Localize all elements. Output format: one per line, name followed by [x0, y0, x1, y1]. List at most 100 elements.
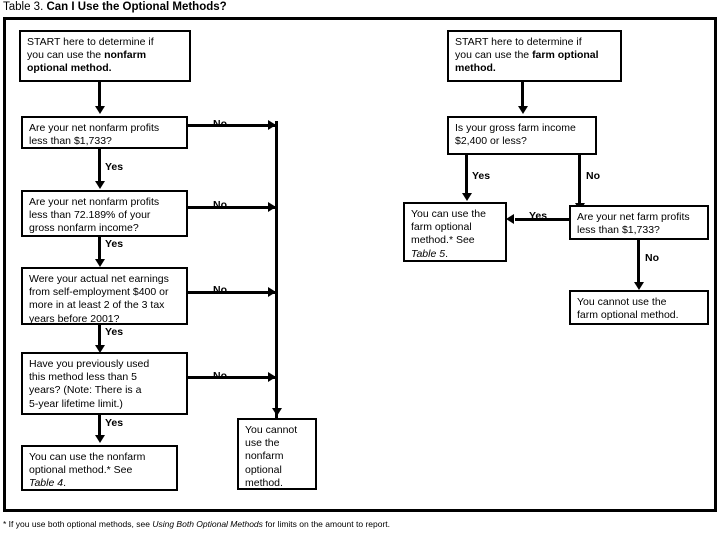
farm-no-result-line1: You cannot use the	[577, 296, 667, 308]
connector-farm-q2-no	[637, 240, 640, 284]
nonfarm-q3-line1: Were your actual net earnings	[29, 273, 169, 285]
arrow-farm-q1-yes	[462, 193, 472, 201]
farm-start-line3: method.	[455, 62, 496, 75]
arrow-nonfarm-no-collector	[272, 408, 282, 416]
footnote-italic-ref: Using Both Optional Methods	[152, 519, 263, 529]
farm-yes-result-line1: You can use the	[411, 208, 486, 220]
arrow-farm-q2-yes	[506, 214, 514, 224]
farm-start-line1: START here to determine if	[455, 36, 582, 48]
nonfarm-yes-result-table-ref: Table 4	[29, 477, 64, 490]
connector-nonfarm-q3-yes	[98, 325, 101, 349]
nonfarm-q1-line2: less than $1,733?	[29, 135, 112, 148]
farm-q1-box: Is your gross farm income $2,400 or less…	[447, 116, 597, 155]
nonfarm-q1-box: Are your net nonfarm profits less than $…	[21, 116, 188, 149]
arrow-nonfarm-q3-yes	[95, 345, 105, 353]
connector-farm-q1-no	[578, 155, 581, 205]
farm-start-line2-plain: you can use the	[455, 49, 533, 62]
edge-label-farm-q1-no: No	[586, 170, 600, 182]
connector-nonfarm-q2-yes	[98, 237, 101, 262]
nonfarm-q4-line2: this method less than 5	[29, 371, 137, 384]
farm-yes-result-line2: farm optional	[411, 221, 472, 234]
nonfarm-no-result-line1: You cannot	[245, 424, 298, 436]
nonfarm-q4-line4: 5-year lifetime limit.)	[29, 397, 123, 410]
title-question: Can I Use the Optional Methods?	[46, 1, 227, 13]
arrow-nonfarm-q1-no	[268, 120, 276, 130]
arrow-nonfarm-q3-no	[268, 287, 276, 297]
nonfarm-q3-box: Were your actual net earnings from self-…	[21, 267, 188, 325]
edge-label-nonfarm-q2-no: No	[213, 199, 227, 211]
connector-nonfarm-q4-no	[188, 376, 277, 379]
farm-no-result-box: You cannot use the farm optional method.	[569, 290, 709, 325]
connector-farm-start-to-q1	[521, 82, 524, 108]
edge-label-nonfarm-q4-yes: Yes	[105, 417, 124, 429]
nonfarm-q4-line3: years? (Note: There is a	[29, 384, 142, 397]
farm-no-result-line2: farm optional method.	[577, 309, 679, 322]
arrow-nonfarm-q4-no	[268, 372, 276, 382]
edge-label-farm-q1-yes: Yes	[472, 170, 491, 182]
footnote: * If you use both optional methods, see …	[3, 519, 718, 530]
arrow-nonfarm-q1-yes	[95, 181, 105, 189]
nonfarm-yes-result-line3-suffix: .	[63, 477, 66, 490]
connector-nonfarm-q1-no	[188, 124, 277, 127]
nonfarm-q1-line1: Are your net nonfarm profits	[29, 122, 160, 134]
nonfarm-start-line2-plain: you can use the	[27, 49, 105, 62]
edge-label-nonfarm-q3-yes: Yes	[105, 326, 124, 338]
farm-q2-box: Are your net farm profits less than $1,7…	[569, 205, 709, 240]
arrow-nonfarm-q2-no	[268, 202, 276, 212]
nonfarm-no-result-line3: nonfarm	[245, 450, 284, 463]
nonfarm-q3-line4: years before 2001?	[29, 312, 120, 325]
farm-yes-result-table-ref: Table 5	[411, 247, 446, 260]
farm-q1-line2: $2,400 or less?	[455, 135, 527, 148]
nonfarm-q2-line1: Are your net nonfarm profits	[29, 196, 160, 208]
nonfarm-no-result-line4: optional	[245, 463, 282, 476]
connector-nonfarm-start-to-q1	[98, 82, 101, 108]
nonfarm-no-result-line5: method.	[245, 476, 283, 489]
nonfarm-yes-result-box: You can use the nonfarm optional method.…	[21, 445, 178, 491]
nonfarm-q3-line2: from self-employment $400 or	[29, 286, 169, 299]
edge-label-nonfarm-q2-yes: Yes	[105, 238, 124, 250]
nonfarm-q2-line2: less than 72.189% of your	[29, 209, 151, 222]
nonfarm-start-line1: START here to determine if	[27, 36, 154, 48]
edge-label-nonfarm-q1-yes: Yes	[105, 161, 124, 173]
farm-q2-line2: less than $1,733?	[577, 224, 660, 237]
nonfarm-start-line2-bold: nonfarm	[104, 49, 147, 62]
page-title: Table 3. Can I Use the Optional Methods?	[3, 0, 523, 15]
nonfarm-q2-line3: gross nonfarm income?	[29, 222, 139, 235]
farm-yes-result-line4: Table 5.	[411, 248, 500, 261]
farm-q2-line1: Are your net farm profits	[577, 211, 690, 223]
nonfarm-q4-box: Have you previously used this method les…	[21, 352, 188, 415]
chart-frame	[3, 17, 717, 512]
nonfarm-q4-line1: Have you previously used	[29, 358, 150, 370]
connector-nonfarm-q3-no	[188, 291, 277, 294]
nonfarm-start-box: START here to determine if you can use t…	[19, 30, 191, 82]
edge-label-nonfarm-q3-no: No	[213, 284, 227, 296]
farm-start-line2: you can use the farm optional	[455, 49, 615, 62]
title-prefix: Table 3.	[3, 1, 44, 13]
connector-nonfarm-q2-no	[188, 206, 277, 209]
footnote-suffix: for limits on the amount to report.	[265, 519, 391, 529]
farm-yes-result-box: You can use the farm optional method.* S…	[403, 202, 507, 262]
farm-start-box: START here to determine if you can use t…	[447, 30, 622, 82]
farm-yes-result-line4-suffix: .	[445, 247, 448, 260]
arrow-farm-start-to-q1	[518, 106, 528, 114]
connector-nonfarm-no-collector	[275, 121, 278, 418]
footnote-prefix: * If you use both optional methods, see	[3, 519, 150, 529]
nonfarm-start-line3: optional method.	[27, 62, 112, 75]
farm-q1-line1: Is your gross farm income	[455, 122, 576, 134]
nonfarm-start-line2: you can use the nonfarm	[27, 49, 184, 62]
farm-start-line2-bold: farm optional	[532, 49, 599, 62]
connector-nonfarm-q1-yes	[98, 149, 101, 183]
edge-label-farm-q2-yes: Yes	[529, 210, 548, 222]
edge-label-nonfarm-q1-no: No	[213, 118, 227, 130]
edge-label-farm-q2-no: No	[645, 252, 659, 264]
nonfarm-q2-box: Are your net nonfarm profits less than 7…	[21, 190, 188, 237]
connector-farm-q2-yes	[515, 218, 571, 221]
nonfarm-yes-result-line3: Table 4.	[29, 477, 171, 490]
nonfarm-no-result-box: You cannot use the nonfarm optional meth…	[237, 418, 317, 490]
farm-yes-result-line3: method.* See	[411, 234, 475, 247]
arrow-nonfarm-q4-yes	[95, 435, 105, 443]
nonfarm-q3-line3: more in at least 2 of the 3 tax	[29, 299, 165, 312]
connector-farm-q1-yes	[465, 155, 468, 195]
arrow-nonfarm-q2-yes	[95, 259, 105, 267]
